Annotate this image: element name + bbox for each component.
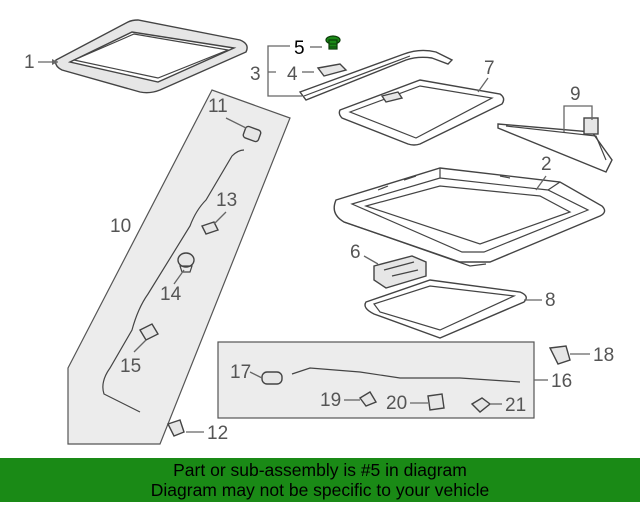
part-10-drain-panel	[67, 89, 291, 445]
callout-19: 19	[320, 390, 341, 411]
part-9-rear-rail[interactable]	[497, 117, 613, 173]
callout-5: 5	[294, 38, 305, 59]
part-19-clip[interactable]	[358, 391, 378, 407]
callout-2: 2	[541, 154, 552, 175]
callout-21: 21	[505, 395, 526, 416]
leader-13	[213, 211, 227, 225]
callout-16: 16	[551, 371, 572, 392]
part-2-frame-assembly[interactable]	[333, 167, 606, 267]
callout-13: 13	[216, 190, 237, 211]
leader-2	[535, 175, 547, 191]
bracket-3	[267, 45, 302, 97]
part-18-clip[interactable]	[548, 345, 571, 365]
banner-line-1: Part or sub-assembly is #5 in diagram	[173, 460, 467, 480]
leader-14	[173, 269, 185, 285]
callout-12: 12	[207, 423, 228, 444]
leader-11	[225, 117, 247, 129]
part-3-deflector[interactable]	[298, 49, 454, 101]
part-5-screw[interactable]	[325, 35, 341, 50]
part-15-clip[interactable]	[139, 323, 159, 341]
part-14-grommet[interactable]	[177, 252, 195, 273]
parts-diagram: 1 3 5 4 7 9 2	[24, 19, 614, 445]
callout-1: 1	[24, 52, 35, 73]
part-10-drain-hose[interactable]	[102, 149, 245, 413]
leader-17	[249, 371, 263, 379]
banner-line-2: Diagram may not be specific to your vehi…	[150, 480, 490, 500]
part-8-seal[interactable]	[364, 279, 527, 339]
part-6-motor[interactable]	[373, 255, 427, 289]
part-13-clip[interactable]	[201, 221, 219, 235]
part-12-clip[interactable]	[167, 419, 185, 437]
leader-9	[563, 105, 593, 132]
part-17-connector[interactable]	[261, 371, 283, 385]
part-11-hose-connector[interactable]	[242, 125, 262, 143]
info-banner: Part or sub-assembly is #5 in diagram Di…	[0, 458, 640, 502]
arrow-1	[52, 59, 58, 65]
callout-15: 15	[120, 356, 141, 377]
callout-14: 14	[160, 284, 182, 305]
callout-20: 20	[386, 393, 407, 414]
callout-6: 6	[350, 242, 361, 263]
callout-8: 8	[545, 290, 556, 311]
leader-15	[133, 339, 147, 353]
callout-9: 9	[570, 84, 581, 105]
part-20-clip[interactable]	[427, 393, 445, 411]
part-7-sunshade[interactable]	[338, 79, 505, 146]
part-1-glass-panel[interactable]	[54, 19, 248, 94]
callout-7: 7	[484, 58, 495, 79]
callout-11: 11	[208, 96, 228, 117]
callout-10: 10	[110, 216, 131, 237]
callout-18: 18	[593, 345, 614, 366]
leader-7	[477, 77, 489, 93]
callout-17: 17	[230, 362, 251, 383]
callout-3: 3	[250, 64, 261, 85]
callout-4: 4	[287, 64, 298, 85]
leader-6	[363, 255, 379, 265]
part-4-clip[interactable]	[316, 63, 348, 77]
part-16-cable[interactable]	[291, 367, 521, 383]
